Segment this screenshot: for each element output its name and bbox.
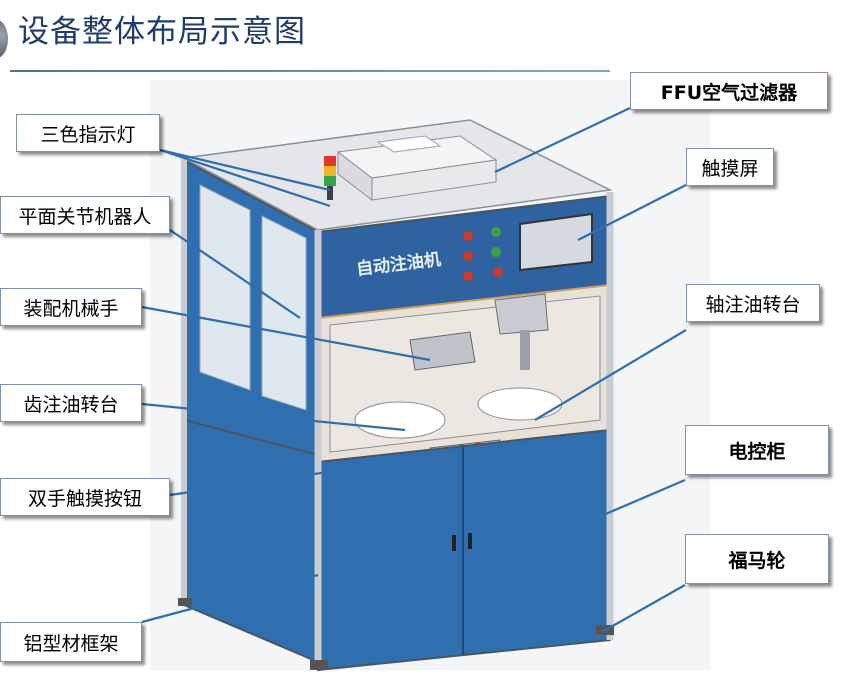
lamp-red (324, 156, 336, 166)
callout-lamp (159, 148, 331, 192)
scara-arm (494, 293, 549, 335)
gear-table (354, 401, 446, 439)
callout-gripper (141, 305, 431, 362)
logo-icon (0, 20, 8, 58)
header-button-1 (463, 231, 473, 241)
page-title: 设备整体布局示意图 (18, 14, 306, 50)
callout-frame (141, 573, 319, 624)
ffu-front (371, 159, 497, 201)
label-control-cabinet: 电控柜 (685, 425, 829, 475)
callout-buttons (169, 453, 446, 497)
left-window-2 (261, 215, 307, 411)
label-aluminum-frame: 铝型材框架 (0, 622, 142, 662)
header-button-2 (491, 227, 501, 237)
lamp-yellow (324, 166, 336, 176)
gripper-body (409, 331, 476, 371)
callout-cabinet (579, 478, 686, 527)
label-scara-robot: 平面关节机器人 (0, 196, 170, 234)
lamp-pole (327, 186, 333, 200)
header-button-5 (463, 271, 473, 281)
header-button-4 (491, 247, 501, 257)
callout-lines (141, 107, 687, 633)
door-handle-right (468, 533, 472, 549)
door-handle-left (452, 535, 456, 551)
callout-ffu (494, 107, 631, 173)
label-ffu: FFU空气过滤器 (630, 72, 828, 110)
scara-spindle (520, 330, 530, 370)
caster-back-left (178, 598, 192, 606)
caster-front-left (310, 660, 328, 670)
callout-scara (169, 229, 301, 319)
left-window-1 (199, 184, 251, 391)
callout-gear (141, 402, 406, 432)
touch-screen-display (519, 212, 593, 272)
label-assembly-gripper: 装配机械手 (0, 288, 142, 326)
label-shaft-oil-table: 轴注油转台 (686, 284, 820, 322)
lamp-green (324, 176, 336, 186)
label-two-hand-buttons: 双手触摸按钮 (0, 478, 170, 516)
callout-shaft (534, 329, 687, 421)
label-touch-screen: 触摸屏 (686, 148, 774, 186)
callout-touch (577, 184, 687, 241)
label-gear-oil-table: 齿注油转台 (0, 384, 142, 422)
ffu-vent (376, 135, 442, 153)
header-button-3 (463, 251, 473, 261)
title-divider (10, 70, 610, 72)
shaft-table (477, 387, 563, 421)
callout-lamp-2 (159, 148, 331, 208)
header-button-6 (493, 267, 503, 277)
label-tricolor-lamp: 三色指示灯 (16, 114, 160, 152)
label-caster: 福马轮 (685, 534, 829, 584)
callout-caster (601, 584, 686, 633)
